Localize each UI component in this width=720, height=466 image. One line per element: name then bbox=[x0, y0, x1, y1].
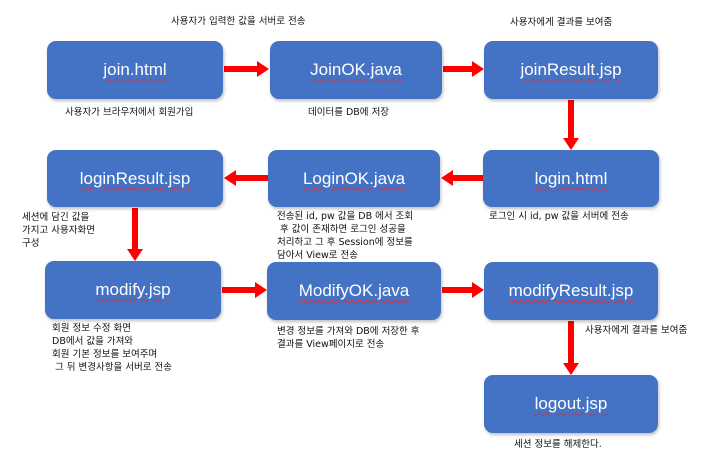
note-send-to-server: 사용자가 입력한 값을 서버로 전송 bbox=[171, 16, 306, 27]
loginok-java-label: LoginOK.java bbox=[302, 168, 406, 188]
arrow-loginresult-to-modify bbox=[127, 208, 143, 261]
login-html-box: login.html bbox=[483, 150, 659, 207]
joinok-java-label: JoinOK.java bbox=[310, 60, 402, 79]
modify-jsp-label: modify.jsp bbox=[95, 280, 171, 299]
joinresult-jsp-box: joinResult.jsp bbox=[484, 41, 658, 99]
note-show-result-top: 사용자에게 결과를 보여줌 bbox=[510, 17, 613, 28]
join-html-box: join.html bbox=[47, 41, 223, 99]
arrow-login-to-loginok bbox=[441, 170, 483, 186]
modifyresult-jsp-label: modifyResult.jsp bbox=[508, 281, 634, 300]
arrow-modifyok-to-modifyresult bbox=[442, 282, 484, 298]
loginok-java-box: LoginOK.java bbox=[268, 150, 440, 207]
note-session-screen: 세션에 담긴 값을 가지고 사용자화면 구성 bbox=[22, 212, 95, 249]
arrow-modifyresult-to-logout bbox=[563, 321, 579, 375]
note-show-result-mid: 사용자에게 결과를 보여줌 bbox=[585, 325, 688, 336]
arrow-join-to-joinok bbox=[224, 61, 269, 77]
arrow-joinok-to-joinresult bbox=[443, 61, 484, 77]
arrow-modify-to-modifyok bbox=[222, 282, 267, 298]
join-html-label: join.html bbox=[103, 60, 167, 79]
modifyok-java-label: ModifyOK.java bbox=[298, 281, 410, 300]
note-login-process: 전송된 id, pw 값을 DB 에서 조회 후 값이 존재하면 로그인 성공을… bbox=[277, 211, 414, 261]
login-html-label: login.html bbox=[534, 168, 608, 188]
arrow-joinresult-to-login bbox=[563, 100, 579, 150]
note-login-send: 로그인 시 id, pw 값을 서버에 전송 bbox=[489, 211, 629, 222]
note-modify-save: 변경 정보를 가져와 DB에 저장한 후 결과를 View페이지로 전송 bbox=[277, 326, 420, 350]
note-logout-desc: 세션 정보를 해제한다. bbox=[514, 439, 602, 450]
note-save-db: 데이터를 DB에 저장 bbox=[308, 107, 390, 118]
joinok-java-box: JoinOK.java bbox=[270, 41, 442, 99]
joinresult-jsp-label: joinResult.jsp bbox=[520, 60, 622, 79]
logout-jsp-box: logout.jsp bbox=[484, 375, 658, 433]
note-browser-join: 사용자가 브라우저에서 회원가입 bbox=[65, 107, 194, 118]
arrow-loginok-to-loginresult bbox=[224, 170, 268, 186]
loginresult-jsp-label: loginResult.jsp bbox=[79, 168, 191, 188]
modify-jsp-box: modify.jsp bbox=[45, 261, 221, 319]
note-modify-desc: 회원 정보 수정 화면 DB에서 값을 가져와 회원 기본 정보를 보여주며 그… bbox=[52, 323, 172, 373]
logout-jsp-label: logout.jsp bbox=[534, 394, 608, 413]
loginresult-jsp-box: loginResult.jsp bbox=[47, 150, 223, 207]
modifyok-java-box: ModifyOK.java bbox=[267, 262, 441, 320]
modifyresult-jsp-box: modifyResult.jsp bbox=[484, 262, 658, 320]
